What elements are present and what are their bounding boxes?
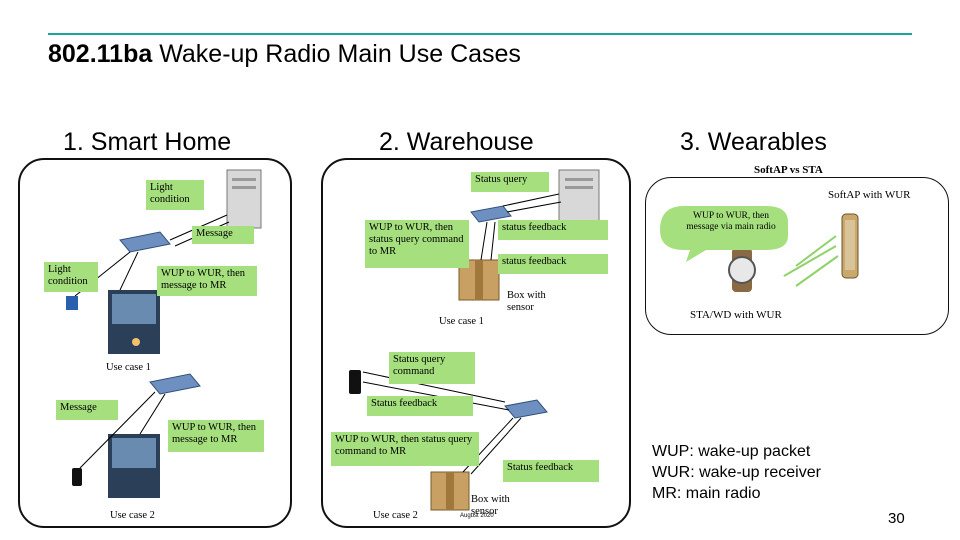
wearables-graphics <box>660 206 859 292</box>
sensor-icon <box>66 296 78 310</box>
server-slot-icon <box>232 186 256 189</box>
smart-home-graphics <box>66 169 262 498</box>
wup-status-query-bottom-label: WUP to WUR, then status query command to… <box>331 432 479 466</box>
warehouse-panel: Status query WUP to WUR, then status que… <box>321 158 631 528</box>
arrow-line <box>139 393 166 435</box>
lamp-icon <box>132 338 140 346</box>
smart-home-use-case-1: Use case 1 <box>106 362 151 373</box>
speech-bubble-icon <box>660 206 788 262</box>
light-condition-left-label: Light condition <box>44 262 98 292</box>
footer-date: August 2020 <box>460 513 494 519</box>
title-rule <box>48 33 912 35</box>
server-slot-icon <box>565 186 593 189</box>
message-bottom-label: Message <box>56 400 118 420</box>
arrow-line <box>480 221 488 261</box>
slide-title: 802.11ba Wake-up Radio Main Use Cases <box>48 40 521 69</box>
abbreviation-legend: WUP: wake-up packet WUR: wake-up receive… <box>652 441 821 504</box>
wup-message-top-label: WUP to WUR, then message to MR <box>157 266 257 296</box>
warehouse-graphics <box>349 169 600 511</box>
column-heading-wearables: 3. Wearables <box>680 128 827 156</box>
smartwatch-icon <box>728 256 756 284</box>
window-icon <box>112 438 156 468</box>
status-feedback-1-label: status feedback <box>498 220 608 240</box>
smartphone-screen-icon <box>845 220 855 270</box>
light-condition-top-label: Light condition <box>146 180 204 210</box>
server-slot-icon <box>565 178 593 181</box>
column-heading-warehouse: 2. Warehouse <box>379 128 534 156</box>
arrow-line <box>119 251 139 291</box>
arrow-line <box>79 391 156 469</box>
legend-wur: WUR: wake-up receiver <box>652 464 821 481</box>
legend-wup: WUP: wake-up packet <box>652 443 811 460</box>
window-icon <box>112 294 156 324</box>
column-heading-smart-home: 1. Smart Home <box>63 128 232 156</box>
status-feedback-mid-label: Status feedback <box>367 396 473 416</box>
signal-line <box>783 245 837 277</box>
wup-status-query-top-label: WUP to WUR, then status query command to… <box>365 220 469 268</box>
router-icon <box>119 231 171 253</box>
message-top-label: Message <box>192 226 254 244</box>
signal-line <box>795 255 839 287</box>
softap-vs-sta-header: SoftAP vs STA <box>754 164 823 176</box>
box-tape-icon <box>446 472 454 510</box>
wup-message-bottom-label: WUP to WUR, then message to MR <box>168 420 264 452</box>
smart-home-use-case-2: Use case 2 <box>110 510 155 521</box>
arrow-line <box>470 417 522 475</box>
arrow-line <box>362 371 506 403</box>
server-slot-icon <box>232 178 256 181</box>
bubble-text: WUP to WUR, then message via main radio <box>686 211 776 232</box>
box-with-sensor-bottom-label: Box with sensor <box>471 494 510 517</box>
router-icon <box>149 373 201 395</box>
legend-mr: MR: main radio <box>652 485 761 502</box>
arrow-line <box>506 201 562 213</box>
title-bold: 802.11ba <box>48 40 153 68</box>
sta-wd-with-wur-label: STA/WD with WUR <box>690 309 782 321</box>
phone-icon <box>349 370 361 394</box>
router-icon <box>470 205 512 223</box>
box-with-sensor-top-label: Box with sensor <box>507 290 546 313</box>
phone-icon <box>72 468 82 486</box>
status-query-command-label: Status query command <box>389 352 475 384</box>
box-tape-icon <box>475 260 483 300</box>
status-query-top-label: Status query <box>471 172 549 192</box>
page-number: 30 <box>888 510 905 527</box>
softap-with-wur-label: SoftAP with WUR <box>828 189 911 201</box>
arrow-line <box>502 193 560 207</box>
status-feedback-2-label: status feedback <box>498 254 608 274</box>
arrow-line <box>490 221 496 261</box>
title-rest: Wake-up Radio Main Use Cases <box>152 40 521 68</box>
router-icon <box>504 399 548 419</box>
signal-line <box>795 235 837 267</box>
warehouse-use-case-1: Use case 1 <box>439 316 484 327</box>
smart-home-panel: Light condition Message Light condition … <box>18 158 292 528</box>
warehouse-use-case-2: Use case 2 <box>373 510 418 521</box>
status-feedback-bottom-label: Status feedback <box>503 460 599 482</box>
wearables-panel: SoftAP with WUR WUP to WUR, then message… <box>645 177 949 335</box>
